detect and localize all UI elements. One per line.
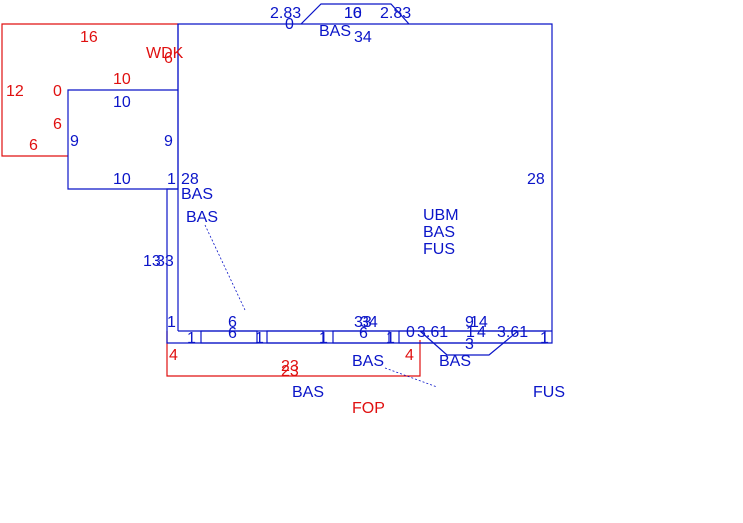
sketch-label: 28 [527,171,545,188]
sketch-label: FUS [423,241,455,258]
window-box-1 [200,330,258,344]
sketch-label: 33 [156,253,174,270]
sketch-label: 23 [281,358,299,375]
sketch-label: BAS [319,23,351,40]
window-box-2 [266,330,324,344]
sketch-label: 2.83 [270,5,301,22]
sketch-label: 12 [6,83,24,100]
sketch-label: FOP [352,400,385,417]
sketch-label: 10 [113,94,131,111]
sketch-label: 14 [470,314,488,331]
sketch-label: 4 [477,324,486,341]
sketch-label: 10 [113,71,131,88]
main-building-outline [166,3,553,344]
sketch-label: 0 [285,16,294,33]
sketch-label: BAS [439,353,471,370]
sketch-label: 4 [169,347,178,364]
sketch-label: BAS [186,209,218,226]
bay-window-outline [419,330,519,356]
sketch-label: 6 [53,116,62,133]
leader-line-2 [384,367,438,388]
leader-line-1 [204,224,246,311]
sketch-label: 1 [167,171,176,188]
west-bump-outline [67,89,178,190]
sketch-label: 4 [405,347,414,364]
sketch-label: 10 [344,5,362,22]
window-box-3 [332,330,390,344]
sketch-label: WDK [146,45,184,62]
sketch-label: 13 [143,253,161,270]
sketch-label: 0 [53,83,62,100]
sketch-label: 6 [228,325,237,342]
sketch-label: BAS [423,224,455,241]
sketch-label: 6 [29,137,38,154]
sketch-label: 9 [70,133,79,150]
sketch-label: 1 [255,330,264,347]
sketch-label: BAS [352,353,384,370]
wdk-outline [1,23,178,157]
sketch-label: 28 [181,171,199,188]
sketch-label: 6 [359,325,368,342]
sketch-label: 16 [80,29,98,46]
sketch-label: 1 [187,330,196,347]
sketch-label: 0 [406,324,415,341]
sketch-label: FUS [533,384,565,401]
sketch-label: 3.61 [497,324,528,341]
sketch-label: 9 [164,133,173,150]
sketch-label: 1 [167,314,176,331]
sketch-label: 16 [344,5,362,22]
sketch-label: UBM [423,207,459,224]
sketch-label: 1 [540,330,549,347]
sketch-label: 1 [319,330,328,347]
sketch-label: 23 [281,363,299,380]
sketch-label: 1 [466,324,475,341]
sketch-label: 33 [354,314,372,331]
window-box-4 [398,330,546,344]
fop-outline [166,331,421,377]
sketch-label: BAS [292,384,324,401]
sketch-label: 2.83 [380,5,411,22]
sketch-label: 34 [360,314,378,331]
sketch-label: BAS [181,186,213,203]
sketch-label: 3.61 [417,324,448,341]
sketch-label: 10 [113,171,131,188]
sketch-label: 6 [228,314,237,331]
sketch-label: 1 [386,330,395,347]
sketch-label: 9 [465,314,474,331]
sketch-label: 34 [354,29,372,46]
sketch-label: 3 [465,336,474,353]
sketch-label: 6 [164,50,173,67]
